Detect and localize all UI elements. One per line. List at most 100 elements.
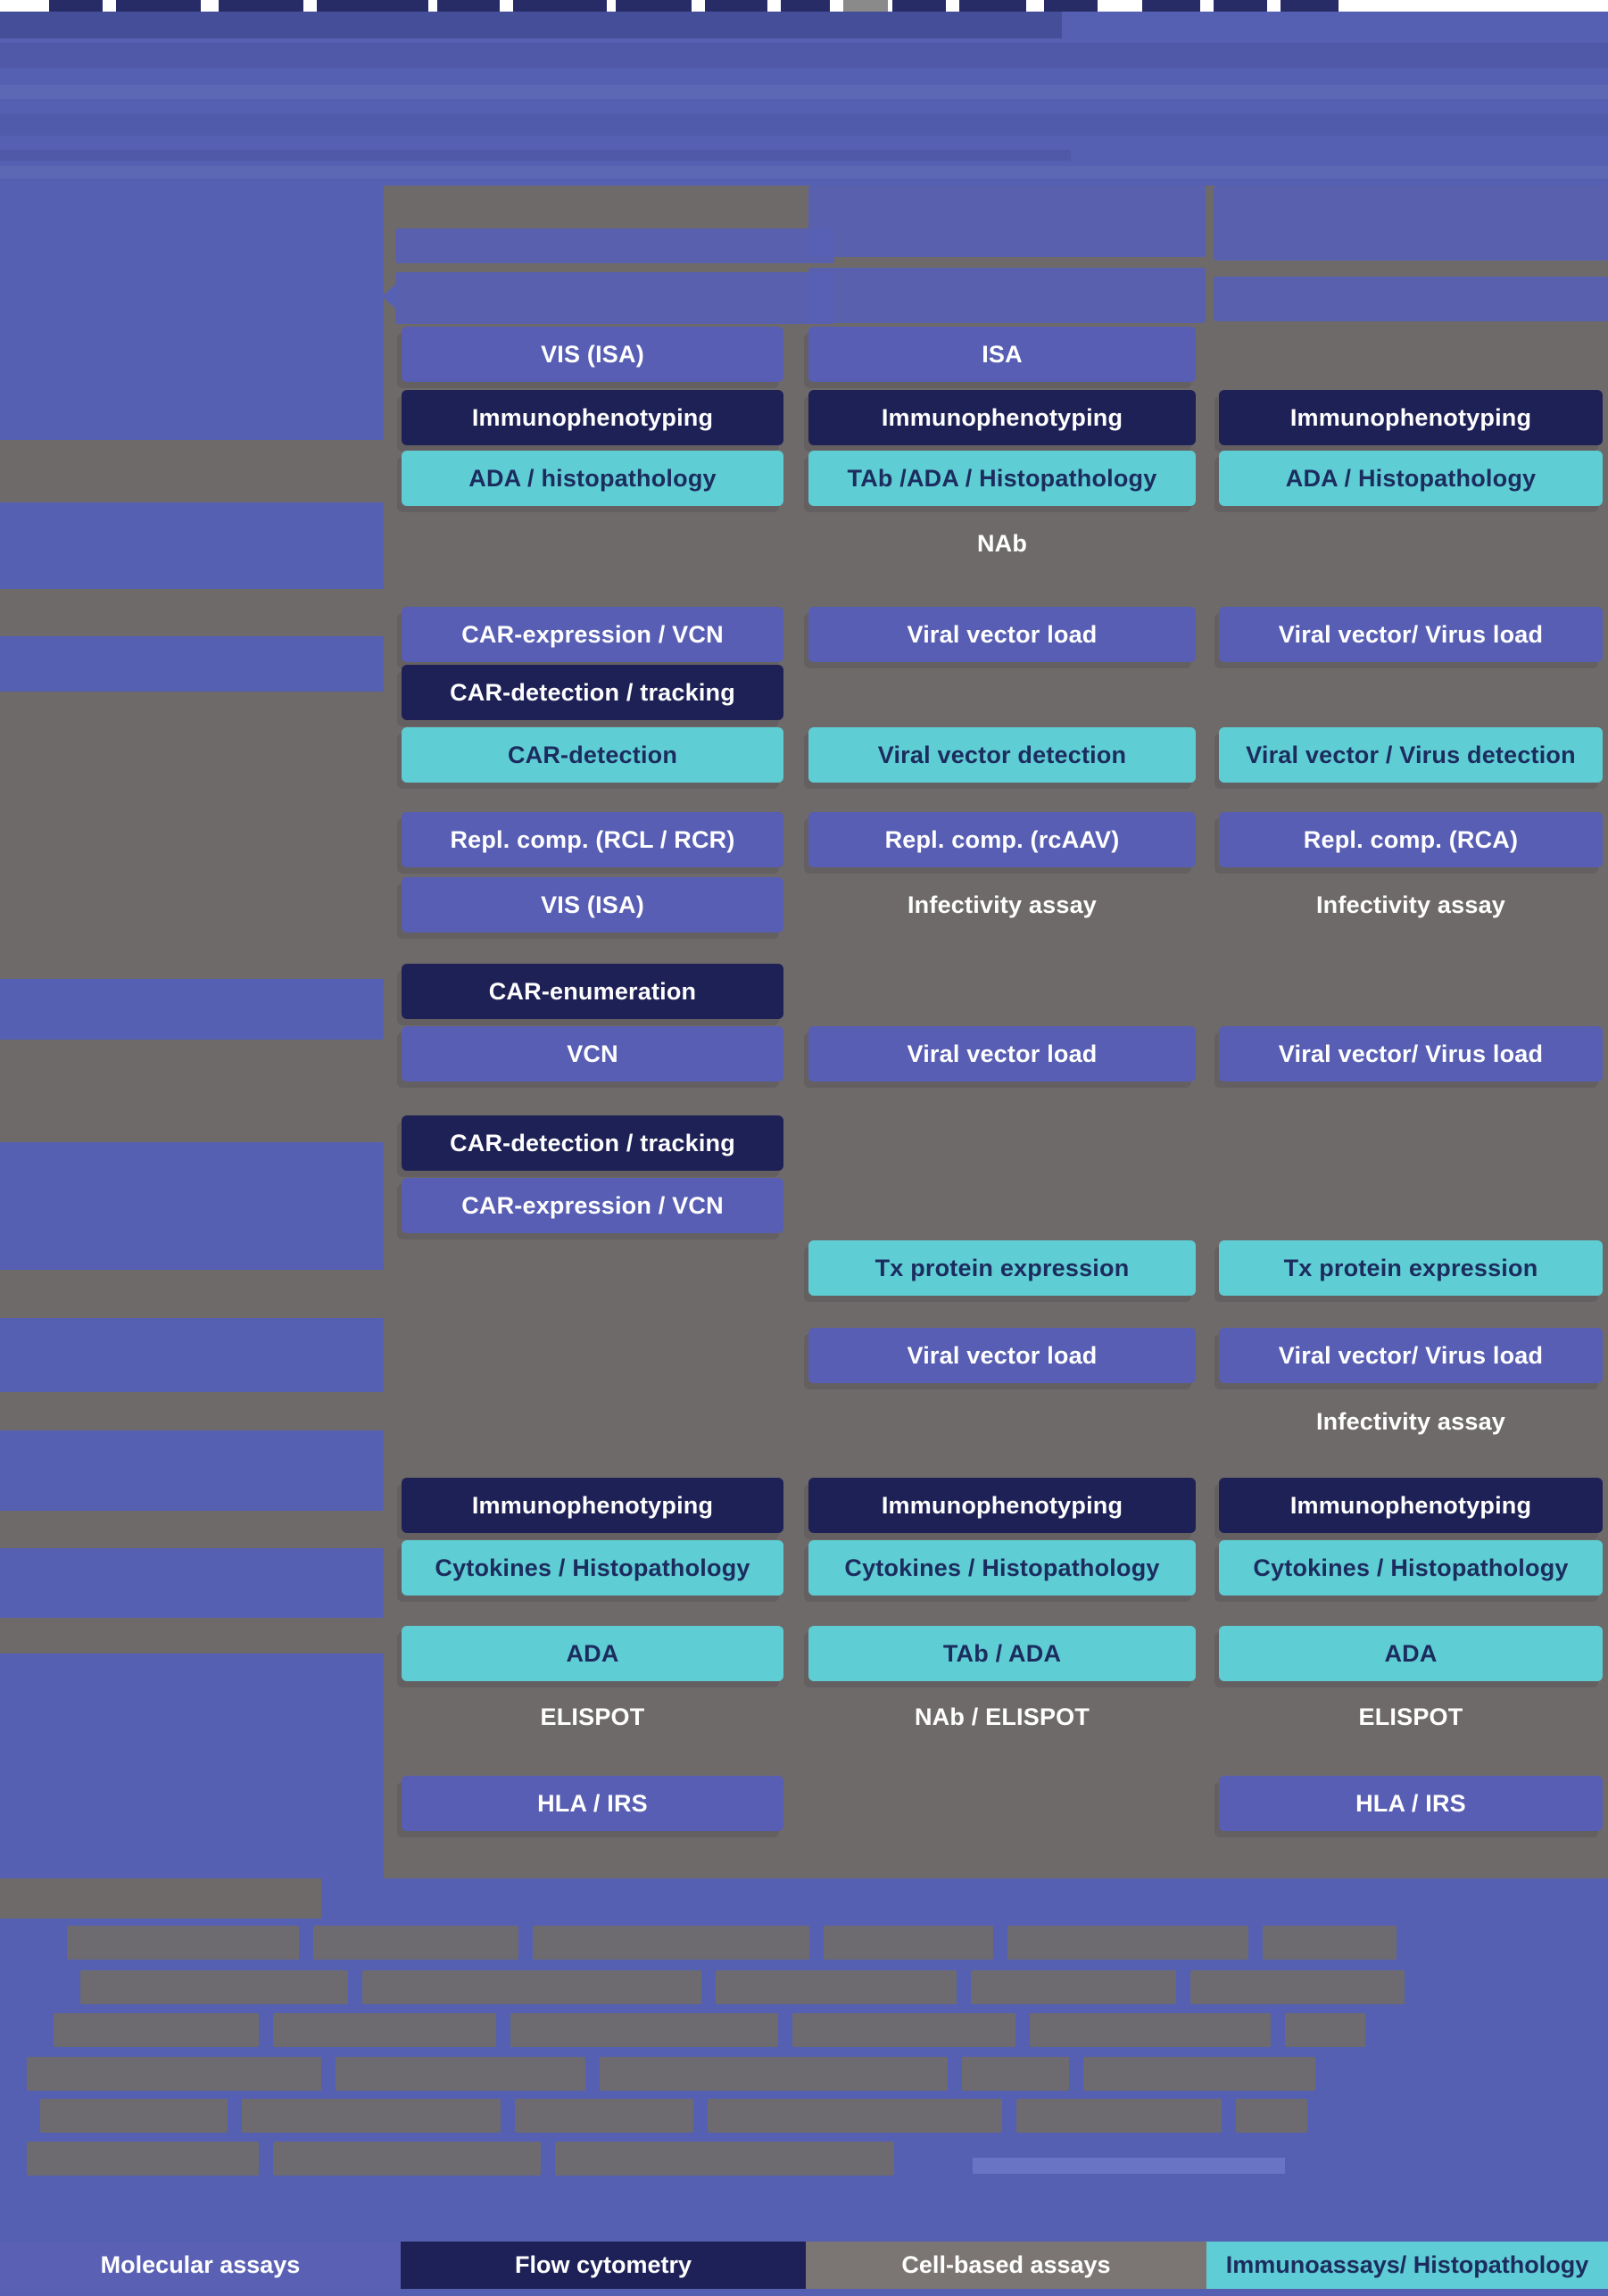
- redacted-row-label: [0, 979, 384, 1040]
- redacted-text-bar: [1016, 2099, 1222, 2133]
- redacted-text-bar: [600, 2057, 948, 2091]
- assay-pill: Immunophenotyping: [808, 1478, 1196, 1533]
- redacted-text-bar: [67, 1926, 299, 1960]
- footer-glitch-band: [973, 2158, 1285, 2174]
- redacted-text-bar: [515, 2099, 693, 2133]
- assay-pill: Viral vector detection: [808, 727, 1196, 783]
- redacted-toolbar-block: [1214, 0, 1267, 12]
- redacted-text-bar: [555, 2142, 894, 2176]
- redacted-row-label: [0, 1548, 384, 1618]
- assay-text: Infectivity assay: [1315, 891, 1506, 918]
- header-smear: [0, 150, 1071, 161]
- redacted-toolbar-block: [1044, 0, 1098, 12]
- assay-pill: VIS (ISA): [402, 327, 783, 382]
- redacted-text-bar: [54, 2013, 259, 2047]
- redacted-toolbar-block: [892, 0, 946, 12]
- assay-pill: CAR-expression / VCN: [402, 607, 783, 662]
- redacted-text-bar: [273, 2142, 541, 2176]
- assay-pill: Tx protein expression: [1219, 1240, 1603, 1296]
- redacted-text-bar: [1263, 1926, 1397, 1960]
- assay-pill: TAb / ADA: [808, 1626, 1196, 1681]
- redacted-text-bar: [510, 2013, 778, 2047]
- redacted-toolbar-block: [705, 0, 767, 12]
- assay-pill: Repl. comp. (RCL / RCR): [402, 812, 783, 867]
- assay-text: NAb: [976, 529, 1028, 557]
- assay-text: Infectivity assay: [907, 891, 1098, 918]
- assay-pill: Tx protein expression: [808, 1240, 1196, 1296]
- assay-pill: Cytokines / Histopathology: [808, 1540, 1196, 1596]
- legend-item: Immunoassays/ Histopathology: [1206, 2242, 1608, 2289]
- assay-pill: Immunophenotyping: [402, 1478, 783, 1533]
- redacted-toolbar-block: [781, 0, 830, 12]
- column-header-redacted: [1214, 186, 1608, 261]
- redacted-text-bar: [1083, 2057, 1315, 2091]
- redacted-text-bar: [242, 2099, 501, 2133]
- redacted-text-bar: [362, 1970, 701, 2004]
- header-smear: [0, 166, 1608, 178]
- assay-pill: ISA: [808, 327, 1196, 382]
- assay-pill: Repl. comp. (rcAAV): [808, 812, 1196, 867]
- legend-item: Cell-based assays: [806, 2242, 1206, 2289]
- redacted-toolbar-block: [49, 0, 103, 12]
- assay-pill: Viral vector/ Virus load: [1219, 1026, 1603, 1082]
- assay-pill: Immunophenotyping: [808, 390, 1196, 445]
- assay-pill: CAR-detection: [402, 727, 783, 783]
- redacted-toolbar-block: [616, 0, 692, 12]
- redacted-row-label: [0, 1142, 384, 1270]
- redacted-toolbar-block: [513, 0, 607, 12]
- redacted-text-bar: [792, 2013, 1015, 2047]
- redacted-text-bar: [27, 2057, 321, 2091]
- header-glitch-band: [0, 12, 1062, 38]
- assay-pill: Repl. comp. (RCA): [1219, 812, 1603, 867]
- assay-pill: Cytokines / Histopathology: [1219, 1540, 1603, 1596]
- column-header-redacted: [395, 228, 834, 263]
- column-header-redacted: [395, 272, 834, 324]
- assay-pill: VCN: [402, 1026, 783, 1082]
- assay-text: ELISPOT: [540, 1703, 645, 1730]
- redacted-text-bar: [1285, 2013, 1365, 2047]
- redacted-row-label: [0, 636, 384, 692]
- header-smear: [0, 85, 1608, 99]
- assay-pill: Viral vector load: [808, 1328, 1196, 1383]
- redacted-row-label: [0, 1654, 384, 1878]
- assay-pill: Cytokines / Histopathology: [402, 1540, 783, 1596]
- redacted-text-bar: [80, 1970, 348, 2004]
- redacted-text-bar: [40, 2099, 228, 2133]
- redacted-toolbar-block: [959, 0, 1026, 12]
- column-header-redacted: [1214, 277, 1608, 321]
- redacted-text-bar: [313, 1926, 518, 1960]
- redacted-toolbar-block: [317, 0, 428, 12]
- redacted-row-label: [0, 502, 384, 589]
- assay-pill: Viral vector / Virus detection: [1219, 727, 1603, 783]
- redacted-text-bar: [716, 1970, 957, 2004]
- redacted-text-bar: [1190, 1970, 1405, 2004]
- redacted-text-bar: [273, 2013, 496, 2047]
- redacted-text-bar: [962, 2057, 1069, 2091]
- column-header-redacted: [808, 268, 1206, 323]
- assay-pill: CAR-enumeration: [402, 964, 783, 1019]
- header-smear: [0, 114, 1608, 136]
- redacted-toolbar-block: [843, 0, 888, 12]
- assay-pill: Viral vector load: [808, 1026, 1196, 1082]
- legend-item: Flow cytometry: [401, 2242, 806, 2289]
- redacted-row-label: [0, 1318, 384, 1392]
- redacted-text-bar: [824, 1926, 993, 1960]
- assay-text: NAb / ELISPOT: [914, 1703, 1090, 1730]
- redacted-row-label: [0, 1430, 384, 1511]
- assay-pill: Immunophenotyping: [1219, 1478, 1603, 1533]
- redacted-toolbar-block: [437, 0, 500, 12]
- assay-pill: Viral vector/ Virus load: [1219, 1328, 1603, 1383]
- assay-pill: CAR-detection / tracking: [402, 665, 783, 720]
- callout-arrow-icon: [382, 283, 397, 310]
- legend-item: Molecular assays: [0, 2242, 401, 2289]
- redacted-toolbar-block: [116, 0, 201, 12]
- assay-pill: HLA / IRS: [402, 1776, 783, 1831]
- redacted-toolbar-block: [1281, 0, 1339, 12]
- assay-pill: HLA / IRS: [1219, 1776, 1603, 1831]
- assay-pill: Immunophenotyping: [1219, 390, 1603, 445]
- redacted-text-bar: [533, 1926, 809, 1960]
- assay-pill: ADA: [1219, 1626, 1603, 1681]
- assay-pill: VIS (ISA): [402, 877, 783, 932]
- redacted-toolbar-block: [1142, 0, 1200, 12]
